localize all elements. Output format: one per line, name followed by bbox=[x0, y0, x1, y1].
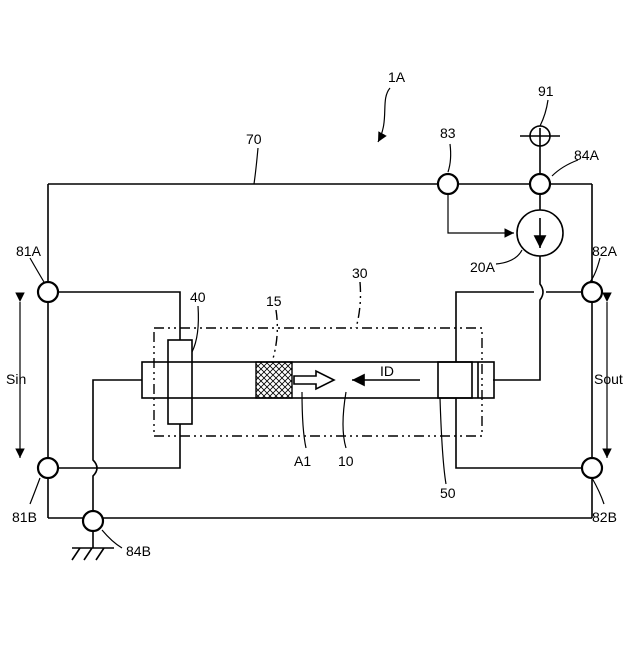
label-91: 91 bbox=[538, 83, 554, 99]
wire-82B-to-50 bbox=[456, 398, 592, 468]
wire-82A-to-50 bbox=[456, 292, 592, 362]
label-50: 50 bbox=[440, 485, 456, 501]
label-30: 30 bbox=[352, 265, 368, 281]
leader-91 bbox=[540, 100, 548, 126]
leader-81B bbox=[30, 478, 40, 504]
region-30 bbox=[154, 328, 482, 436]
label-82B: 82B bbox=[592, 509, 617, 525]
label-81A: 81A bbox=[16, 243, 42, 259]
nanowire-10 bbox=[142, 362, 494, 398]
domain-15 bbox=[256, 362, 292, 398]
current-output-wire bbox=[493, 256, 543, 380]
label-83: 83 bbox=[440, 125, 456, 141]
wire-81B-to-40 bbox=[48, 424, 180, 468]
label-A1: A1 bbox=[294, 453, 311, 469]
label-10: 10 bbox=[338, 453, 354, 469]
terminal-84A bbox=[530, 174, 550, 194]
wire-81A-to-40 bbox=[48, 292, 180, 340]
label-1A: 1A bbox=[388, 69, 406, 85]
leader-40 bbox=[192, 306, 198, 352]
leader-70 bbox=[254, 148, 258, 184]
leader-82B bbox=[592, 478, 604, 504]
leader-20A bbox=[496, 250, 522, 264]
leader-50 bbox=[440, 398, 446, 484]
label-84B: 84B bbox=[126, 543, 151, 559]
label-sout: Sout bbox=[594, 371, 623, 387]
arrow-A1 bbox=[294, 371, 334, 389]
wire-left-end-to-ground bbox=[93, 380, 142, 518]
label-40: 40 bbox=[190, 289, 206, 305]
terminal-82A bbox=[582, 282, 602, 302]
leader-81A bbox=[30, 258, 44, 282]
label-81B: 81B bbox=[12, 509, 37, 525]
control-wire-83 bbox=[448, 184, 514, 233]
label-20A: 20A bbox=[470, 259, 496, 275]
label-84A: 84A bbox=[574, 147, 600, 163]
leader-1A bbox=[378, 88, 390, 142]
leader-10 bbox=[343, 392, 346, 448]
label-sin: Sin bbox=[6, 371, 26, 387]
leader-15 bbox=[272, 310, 277, 362]
leader-84B bbox=[102, 530, 122, 548]
label-15: 15 bbox=[266, 293, 282, 309]
terminal-81A bbox=[38, 282, 58, 302]
terminal-81B bbox=[38, 458, 58, 478]
element-40 bbox=[168, 340, 192, 424]
terminal-83 bbox=[438, 174, 458, 194]
terminal-82B bbox=[582, 458, 602, 478]
label-ID: ID bbox=[380, 363, 394, 379]
label-82A: 82A bbox=[592, 243, 618, 259]
leader-30 bbox=[356, 282, 361, 328]
ground-symbol bbox=[72, 548, 114, 560]
terminal-84B bbox=[83, 511, 103, 531]
leader-A1 bbox=[302, 392, 306, 448]
element-50 bbox=[438, 362, 472, 398]
label-70: 70 bbox=[246, 131, 262, 147]
leader-83 bbox=[448, 144, 451, 172]
